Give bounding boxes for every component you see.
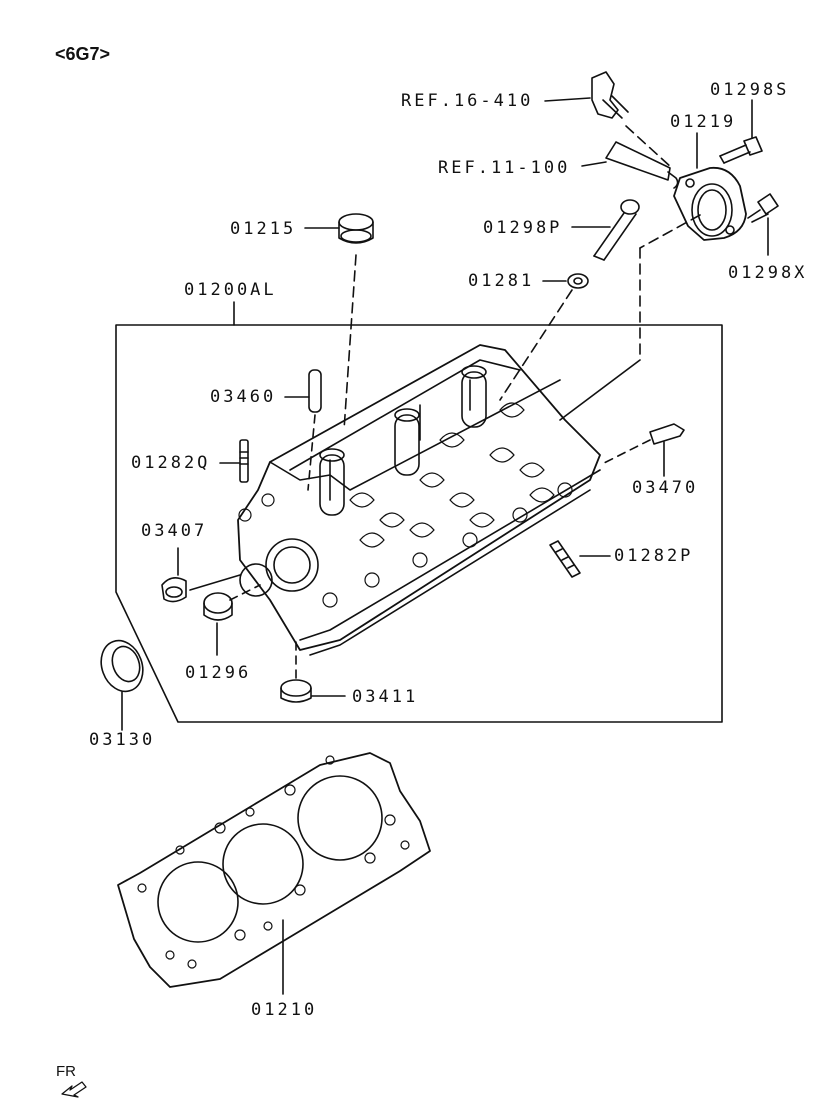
seal-03411 — [280, 639, 346, 703]
label-01296: 01296 — [185, 663, 252, 683]
label-ref-16-410: REF.16-410 — [401, 91, 534, 111]
cam-position-sensor — [544, 71, 673, 169]
pin-03460 — [284, 369, 322, 491]
sealant-tube — [581, 141, 679, 189]
bolt-01298p — [571, 199, 640, 261]
plug-01296 — [203, 584, 261, 656]
plug-03470 — [599, 423, 685, 477]
front-direction-arrow-icon — [61, 1081, 87, 1098]
label-ref-11-100: REF.11-100 — [438, 158, 571, 178]
diagram-title: <6G7> — [55, 44, 111, 64]
label-01219: 01219 — [670, 112, 737, 132]
label-03407: 03407 — [141, 521, 208, 541]
water-outlet-housing — [559, 132, 747, 421]
assembly-outline — [115, 324, 723, 723]
label-01298s: 01298S — [710, 80, 790, 100]
cylinder-head — [237, 344, 601, 656]
label-01281: 01281 — [468, 271, 535, 291]
label-03411: 03411 — [352, 687, 419, 707]
washer-01281 — [499, 273, 589, 401]
oil-seal-03130 — [100, 639, 144, 731]
label-01215: 01215 — [230, 219, 297, 239]
label-01282p: 01282P — [614, 546, 694, 566]
bolt-01298s — [719, 99, 763, 164]
label-01210: 01210 — [251, 1000, 318, 1020]
label-03130: 03130 — [89, 730, 156, 750]
clip-03407 — [161, 547, 241, 603]
oil-filler-cap — [304, 213, 374, 431]
label-03470: 03470 — [632, 478, 699, 498]
label-01298p: 01298P — [483, 218, 563, 238]
label-01298x: 01298X — [728, 263, 808, 283]
bolt-01298x — [747, 193, 779, 256]
label-03460: 03460 — [210, 387, 277, 407]
label-01282q: 01282Q — [131, 453, 211, 473]
stud-01282p — [549, 540, 611, 578]
front-direction-label: FR — [56, 1063, 76, 1080]
cylinder-head-gasket — [117, 752, 431, 995]
label-01200al: 01200AL — [184, 280, 277, 300]
stud-01282q — [219, 439, 249, 483]
